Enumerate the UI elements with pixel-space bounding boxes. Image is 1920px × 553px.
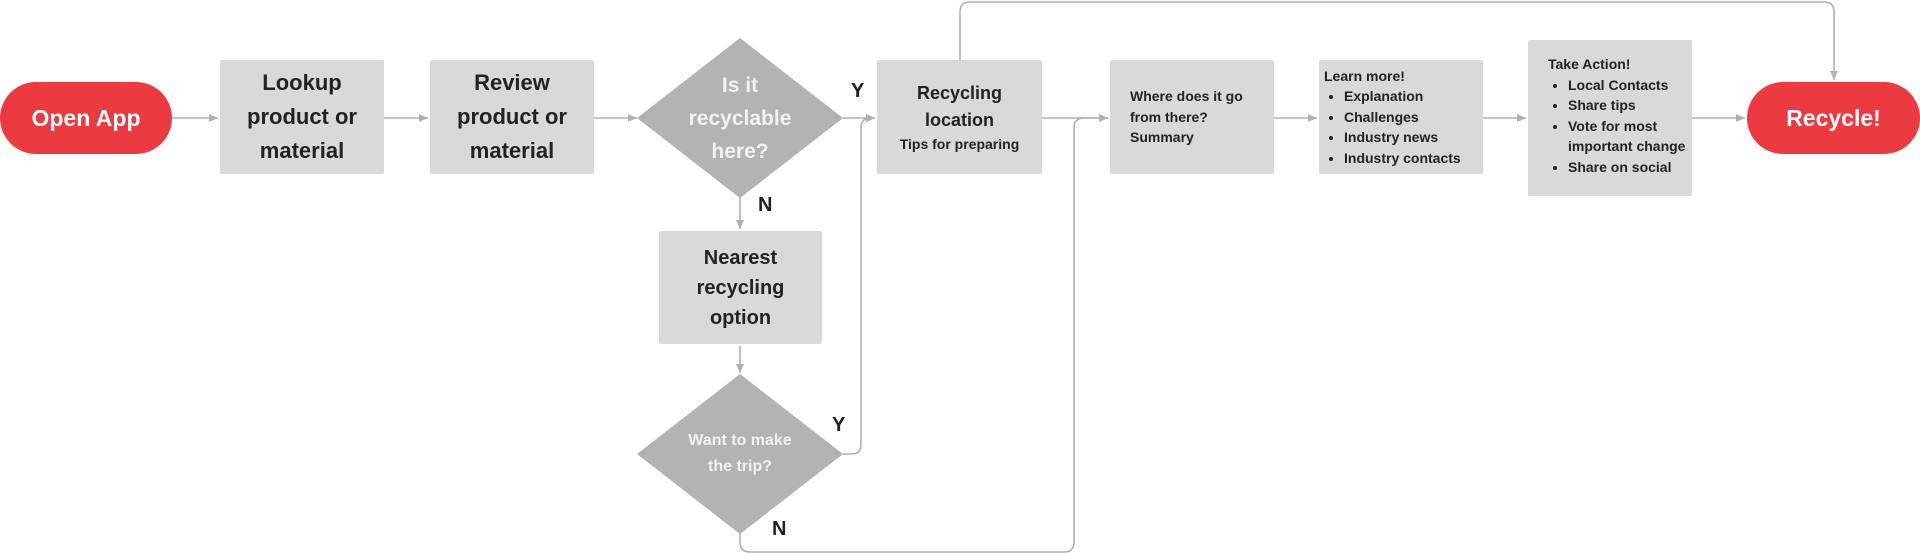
recycle-label: Recycle! [1786,104,1881,131]
recycle-node: Recycle! [1747,82,1920,154]
learn-more-node: Learn more! Explanation Challenges Indus… [1319,60,1483,174]
edge-location-to-recycle [959,1,1838,80]
nearest-option-node: Nearest recycling option [659,231,822,344]
recyclable-question-node: Is it recyclable here? [660,38,820,198]
action-item: Vote for most important change [1568,116,1685,157]
edge-trip-no [739,114,1108,553]
review-line-2: product or [457,104,567,129]
action-item: Local Contacts [1568,75,1685,96]
recyclable-no-label: N [758,194,773,216]
where-line-3: Summary [1130,129,1194,146]
review-line-1: Review [474,70,550,95]
action-list: Local Contacts Share tips Vote for most … [1548,75,1685,178]
lookup-line-2: product or [247,104,357,129]
review-node: Review product or material [430,60,594,174]
trip-no-label: N [772,518,787,540]
learn-item: Challenges [1344,107,1461,128]
action-title: Take Action! [1548,56,1631,72]
learn-item: Explanation [1344,86,1461,107]
decision-recyclable-shape [637,38,843,198]
action-item: Share on social [1568,157,1685,178]
recyclable-yes-label: Y [851,80,865,102]
where-line-1: Where does it go [1130,88,1243,105]
learn-item: Industry news [1344,127,1461,148]
learn-title: Learn more! [1324,67,1405,84]
trip-line-2: the trip? [708,458,772,475]
location-line-1: Recycling [916,83,1003,103]
open-app-node: Open App [0,82,172,154]
open-app-label: Open App [31,104,141,131]
trip-line-1: Want to make [688,432,792,449]
trip-yes-label: Y [832,414,846,436]
action-item: Share tips [1568,95,1685,116]
recycling-location-node: Recycling location Tips for preparing [877,60,1042,174]
location-tips: Tips for preparing [899,136,1020,152]
take-action-node: Take Action! Local Contacts Share tips V… [1528,40,1692,196]
lookup-line-1: Lookup [262,70,342,95]
action-item-line: important change [1568,138,1686,154]
lookup-line-3: material [259,138,345,163]
trip-question-node: Want to make the trip? [660,374,820,534]
recyclable-line-3: here? [711,139,769,163]
recyclable-line-2: recyclable [688,106,792,130]
action-item-line: Vote for most [1568,117,1658,134]
lookup-node: Lookup product or material [220,60,384,174]
nearest-line-3: option [709,306,772,329]
learn-list: Explanation Challenges Industry news Ind… [1324,86,1461,168]
nearest-line-2: recycling [696,276,785,299]
edge-trip-yes [843,114,875,455]
nearest-line-1: Nearest [703,246,778,269]
where-line-2: from there? [1130,108,1208,125]
location-line-2: location [924,110,994,130]
review-line-3: material [469,138,555,163]
decision-trip-shape [637,374,843,534]
where-node: Where does it go from there? Summary [1110,60,1274,174]
recyclable-line-1: Is it [721,73,759,97]
learn-item: Industry contacts [1344,148,1461,169]
